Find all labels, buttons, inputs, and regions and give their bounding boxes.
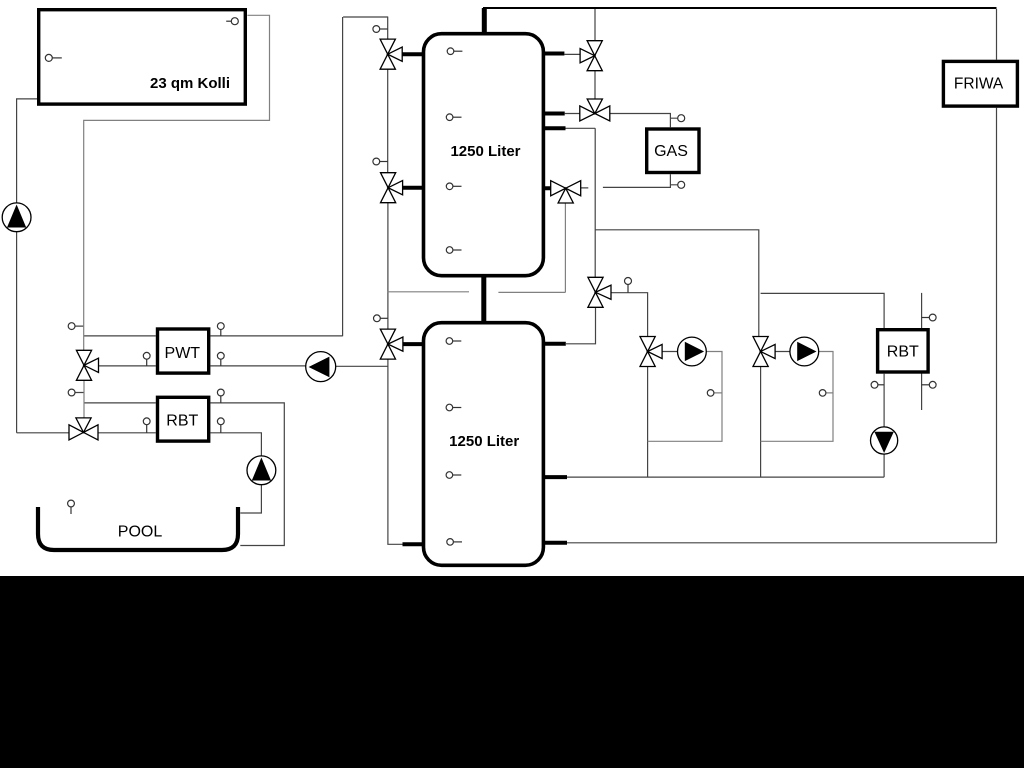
svg-text:POOL: POOL (118, 523, 163, 540)
svg-text:FRIWA: FRIWA (954, 75, 1004, 92)
svg-text:1250 Liter: 1250 Liter (450, 143, 520, 160)
svg-text:1250 Liter: 1250 Liter (449, 433, 519, 450)
svg-text:23 qm Kolli: 23 qm Kolli (150, 75, 230, 92)
svg-text:RBT: RBT (887, 343, 919, 360)
svg-text:GAS: GAS (654, 143, 688, 160)
svg-text:RBT: RBT (166, 412, 198, 429)
svg-text:PWT: PWT (165, 345, 201, 362)
